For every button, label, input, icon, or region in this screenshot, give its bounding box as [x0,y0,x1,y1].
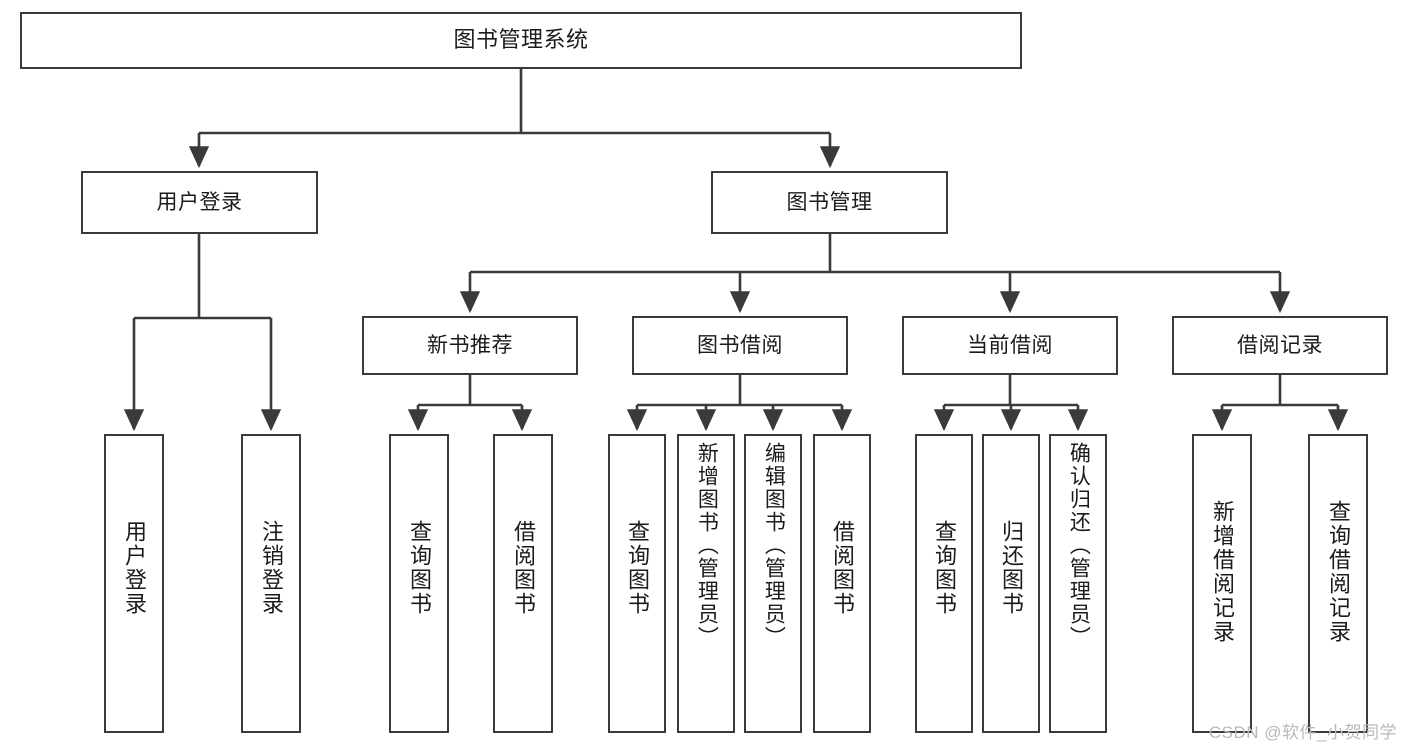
node-new-book-rec[interactable]: 新书推荐 [362,316,578,375]
node-leaf-return-book-label: 归还图书 [998,520,1024,616]
node-root-label: 图书管理系统 [453,27,589,53]
node-leaf-query-record-label: 查询借阅记录 [1325,500,1351,644]
node-borrow-record[interactable]: 借阅记录 [1172,316,1388,375]
node-leaf-borrow-book-1[interactable]: 借阅图书 [493,434,553,733]
node-current-borrow[interactable]: 当前借阅 [902,316,1118,375]
node-leaf-edit-book[interactable]: 编辑图书（管理员） [744,434,802,733]
node-leaf-query-book-2-label: 查询图书 [624,520,650,616]
node-leaf-add-book[interactable]: 新增图书（管理员） [677,434,735,733]
node-leaf-query-record[interactable]: 查询借阅记录 [1308,434,1368,733]
node-leaf-borrow-book-2[interactable]: 借阅图书 [813,434,871,733]
node-leaf-query-book-2[interactable]: 查询图书 [608,434,666,733]
node-leaf-logout-label: 注销登录 [258,520,284,616]
node-root[interactable]: 图书管理系统 [20,12,1022,69]
node-book-borrow[interactable]: 图书借阅 [632,316,848,375]
node-leaf-add-book-label: 新增图书（管理员） [695,442,719,649]
node-leaf-query-book-3[interactable]: 查询图书 [915,434,973,733]
node-leaf-confirm-return-label: 确认归还（管理员） [1067,442,1091,649]
node-leaf-confirm-return[interactable]: 确认归还（管理员） [1049,434,1107,733]
watermark: CSDN @软件_小贺同学 [1208,723,1397,742]
node-leaf-logout[interactable]: 注销登录 [241,434,301,733]
node-leaf-user-login[interactable]: 用户登录 [104,434,164,733]
node-leaf-query-book-1-label: 查询图书 [406,520,432,616]
node-leaf-edit-book-label: 编辑图书（管理员） [762,442,786,649]
node-leaf-borrow-book-1-label: 借阅图书 [510,520,536,616]
node-leaf-user-login-label: 用户登录 [121,520,147,616]
node-current-borrow-label: 当前借阅 [967,333,1053,357]
node-book-manage-label: 图书管理 [786,190,873,214]
node-book-borrow-label: 图书借阅 [697,333,783,357]
node-leaf-return-book[interactable]: 归还图书 [982,434,1040,733]
node-user-login-label: 用户登录 [156,190,243,214]
node-leaf-borrow-book-2-label: 借阅图书 [829,520,855,616]
node-borrow-record-label: 借阅记录 [1237,333,1323,357]
node-leaf-add-record[interactable]: 新增借阅记录 [1192,434,1252,733]
node-book-manage[interactable]: 图书管理 [711,171,948,234]
node-leaf-query-book-3-label: 查询图书 [931,520,957,616]
node-user-login[interactable]: 用户登录 [81,171,318,234]
node-new-book-rec-label: 新书推荐 [427,333,513,357]
node-leaf-add-record-label: 新增借阅记录 [1209,500,1235,644]
node-leaf-query-book-1[interactable]: 查询图书 [389,434,449,733]
